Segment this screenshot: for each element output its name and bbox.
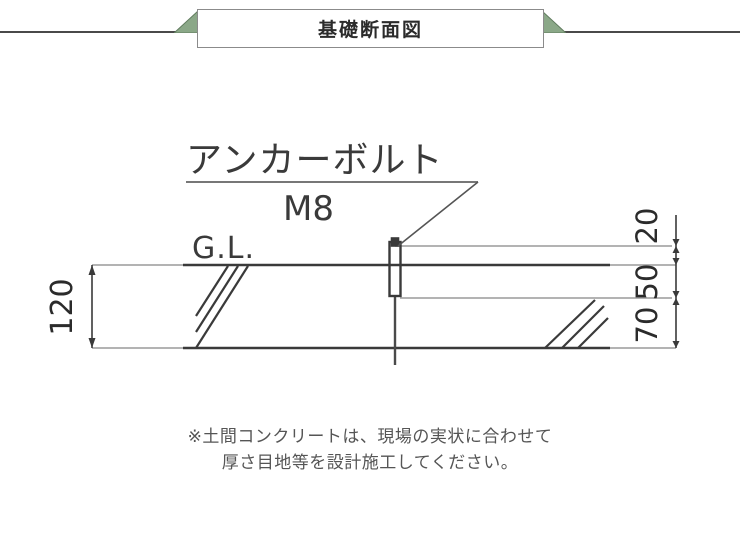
page-title-box: 基礎断面図 (197, 9, 544, 48)
dimension-right-mid-value: 50 (630, 264, 664, 301)
anchor-bolt-label: アンカーボルト (186, 140, 444, 181)
dimension-left-value: 120 (45, 278, 80, 335)
anchor-bolt-head (390, 237, 400, 247)
dimension-left-120: 120 (45, 265, 96, 348)
dim-left-arrow-bottom (88, 338, 96, 348)
caption-block: ※土間コンクリートは、現場の実状に合わせて 厚さ目地等を設計施工してください。 (0, 424, 740, 477)
foundation-section-drawing: アンカーボルト M8 G.L. 120 20 50 70 (0, 60, 740, 410)
dim-right-arrow-288 (672, 341, 680, 348)
dim-right-arrow-186b (672, 246, 680, 253)
dim-right-arrow-238 (672, 291, 680, 298)
header-rule-left (0, 31, 176, 33)
dim-left-arrow-top (88, 265, 96, 275)
ribbon-tail-right-icon (542, 11, 566, 33)
header-rule-right (564, 31, 740, 33)
soil-hatch-right (544, 299, 609, 349)
caption-line-2: 厚さ目地等を設計施工してください。 (221, 453, 519, 474)
ribbon-tail-left-icon (174, 11, 198, 33)
dim-right-arrow-238b (672, 298, 680, 305)
dim-right-arrow-205 (672, 258, 680, 265)
anchor-bolt-size-label: M8 (283, 189, 334, 229)
soil-hatch-left (195, 265, 249, 349)
dim-right-arrow-186 (672, 239, 680, 246)
dimension-right-top-value: 20 (630, 208, 664, 245)
callout-leader-line (397, 181, 479, 247)
ground-level-label: G.L. (192, 231, 255, 266)
anchor-bolt-callout: アンカーボルト M8 (186, 140, 479, 247)
anchor-bolt-body (388, 240, 402, 298)
dimension-right-bottom-value: 70 (630, 307, 664, 344)
dimension-right-chain: 20 50 70 (630, 208, 680, 348)
header-banner: 基礎断面図 (0, 0, 740, 60)
anchor-bolt (388, 237, 402, 365)
caption-line-1: ※土間コンクリートは、現場の実状に合わせて (187, 427, 553, 447)
page-title: 基礎断面図 (317, 19, 423, 41)
